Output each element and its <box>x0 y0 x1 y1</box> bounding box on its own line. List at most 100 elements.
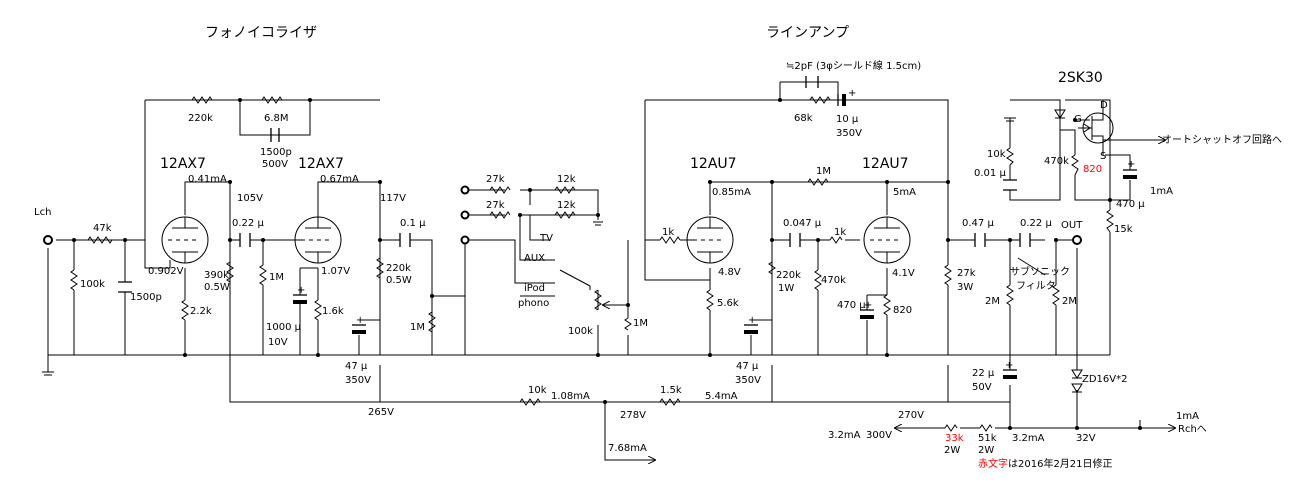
label-r12k-a: 12k <box>557 174 576 185</box>
label-v350-c: 350V <box>735 375 761 386</box>
label-r220k-b: 220k <box>386 263 411 274</box>
label-i54: 5.4mA <box>705 391 738 402</box>
resistor-47k <box>87 236 113 244</box>
label-aux: AUX <box>524 253 545 264</box>
label-i1-a: 1mA <box>1150 186 1173 197</box>
resistor-5-6k <box>706 289 714 311</box>
fet-2sk30 <box>1078 100 1114 155</box>
resistor-27k-b <box>489 211 511 219</box>
label-r68k: 68k <box>794 113 813 124</box>
cap-0-1u <box>399 233 411 247</box>
label-lch: Lch <box>34 207 51 218</box>
label-r47k: 47k <box>93 223 112 234</box>
label-r56k: 5.6k <box>717 298 739 309</box>
resistor-470k-b <box>1071 154 1079 176</box>
resistor-1k-b <box>829 236 843 244</box>
label-i768: 7.68mA <box>608 443 647 454</box>
cap-0-22u-out <box>1019 233 1031 247</box>
resistor-2m-b <box>1052 284 1060 306</box>
tube-label-v3: 12AU7 <box>690 156 737 172</box>
label-r27k-c: 27k <box>957 268 976 279</box>
label-zd: ZD16V*2 <box>1082 374 1127 385</box>
label-r2m-b: 2M <box>1062 296 1077 307</box>
resistor-1m-fb <box>807 178 829 186</box>
label-c22u: 22 μ <box>972 368 995 379</box>
label-v105: 105V <box>237 193 263 204</box>
electrolytic-470u-b: + <box>1123 159 1137 179</box>
cap-0-47u <box>974 233 986 247</box>
label-v10: 10V <box>268 337 288 348</box>
svg-text:+: + <box>1005 360 1013 371</box>
label-r470k-b: 470k <box>1044 156 1069 167</box>
diode-gate <box>1054 109 1066 119</box>
label-r33k: 33k <box>945 433 964 444</box>
cap-0-047u <box>789 233 801 247</box>
capacitors: + + + + + + + <box>118 76 1137 379</box>
label-c10u: 10 μ <box>836 114 859 125</box>
electrolytic-47u-a: + <box>352 315 366 334</box>
label-v32: 32V <box>1076 433 1096 444</box>
label-r820: 820 <box>893 305 912 316</box>
label-w3: 3W <box>957 282 973 293</box>
resistor-220k-c <box>768 261 776 275</box>
label-c01: 0.1 μ <box>400 218 426 229</box>
label-r220k-c: 220k <box>776 270 801 281</box>
resistor-1m-a <box>259 264 267 286</box>
cap-0-22u <box>239 233 251 247</box>
resistor-220k-b <box>376 257 384 279</box>
tube-v1 <box>161 216 209 264</box>
label-v350-a: 350V <box>345 375 371 386</box>
label-r470k-a: 470k <box>821 275 846 286</box>
label-v48: 4.8V <box>718 267 741 278</box>
label-c001: 0.01 μ <box>974 168 1006 179</box>
junction-dots <box>72 98 1142 430</box>
label-s: S <box>1100 151 1106 162</box>
label-i1-b: 1mA <box>1176 411 1199 422</box>
resistor-1m-c <box>624 317 632 331</box>
label-c1500p-500v: 1500p <box>260 147 292 158</box>
electrolytic-10u: + <box>837 88 856 106</box>
label-r10k: 10k <box>987 149 1006 160</box>
resistor-1-6k <box>314 299 322 321</box>
resistor-2m-a <box>1006 284 1014 306</box>
title-fet: 2SK30 <box>1058 70 1103 86</box>
cap-0-01u <box>1003 179 1017 191</box>
label-c47u-a: 47 μ <box>345 361 368 372</box>
label-r15k: 15k <box>1114 224 1133 235</box>
label-r820-red: 820 <box>1083 164 1102 175</box>
label-r1m-fb: 1M <box>816 166 831 177</box>
label-r1k-a: 1k <box>662 227 674 238</box>
label-c1500p: 1500p <box>130 292 162 303</box>
resistor-1-5k-supply <box>659 398 681 406</box>
tube-label-v4: 12AU7 <box>862 156 909 172</box>
label-v278: 278V <box>620 410 646 421</box>
label-w2-b: 2W <box>978 445 994 456</box>
label-v300: 300V <box>866 430 892 441</box>
resistor-15k <box>1106 209 1114 233</box>
label-note-rest: は2016年2月21日修正 <box>1008 457 1113 470</box>
label-out: OUT <box>1061 220 1083 231</box>
label-v50: 50V <box>972 382 992 393</box>
label-i108: 1.08mA <box>551 391 590 402</box>
label-phono-in: phono <box>518 298 549 309</box>
tube-v3 <box>686 216 734 264</box>
label-w05b: 0.5W <box>386 275 412 286</box>
resistor-10k-fet <box>1006 147 1014 166</box>
svg-text:+: + <box>297 285 305 296</box>
electrolytic-470u-a: + <box>860 300 874 319</box>
label-r100k: 100k <box>80 279 105 290</box>
label-filter: フィルタ <box>1016 280 1056 292</box>
svg-text:+: + <box>748 315 756 326</box>
label-r68m: 6.8M <box>264 113 289 124</box>
label-d: D <box>1100 100 1108 111</box>
tube-v2 <box>294 216 342 264</box>
label-v270: 270V <box>898 410 924 421</box>
svg-text:赤文字は2016年2月21日修正: 赤文字は2016年2月21日修正 <box>978 457 1113 470</box>
label-autoshut: オートシャットオフ回路へ <box>1162 133 1282 146</box>
label-ipod: iPod <box>524 283 545 294</box>
electrolytic-47u-b: + <box>744 315 758 334</box>
electrolytic-1000u: + <box>293 285 307 320</box>
label-c2pf: ≒2pF (3φシールド線 1.5cm) <box>786 59 921 72</box>
label-r22k: 2.2k <box>190 306 212 317</box>
